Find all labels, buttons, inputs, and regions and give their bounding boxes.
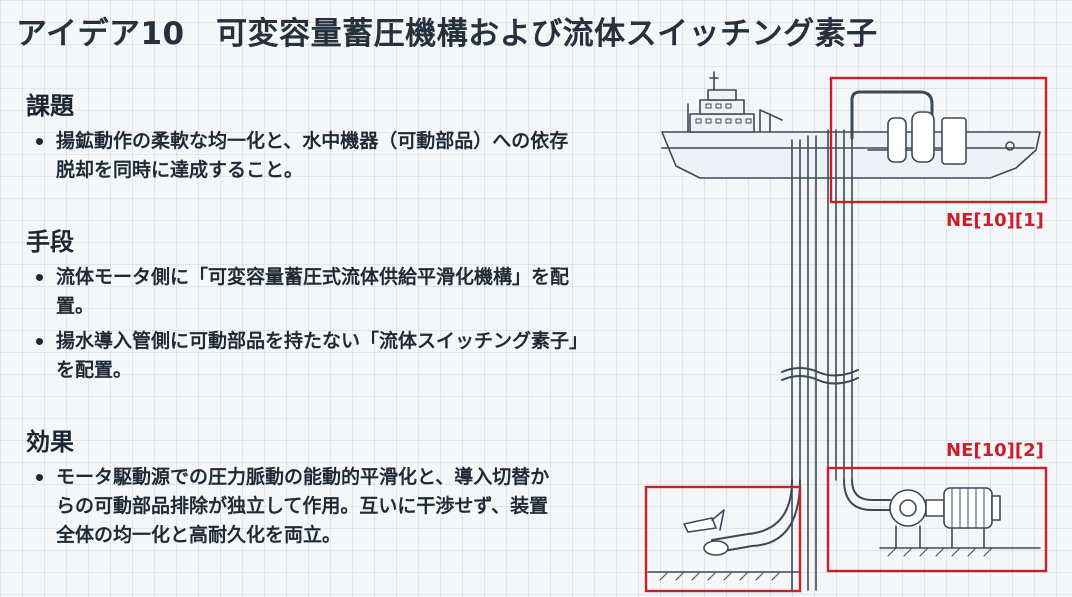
bullet-text: 揚鉱動作の柔軟な均一化と、水中機器（可動部品）への依存脱却を同時に達成すること。: [56, 130, 569, 181]
bullet-item: 揚水導入管側に可動部品を持たない「流体スイッチング素子」を配置。: [26, 327, 586, 385]
motor-fins: [951, 487, 985, 529]
riser-pipes: [791, 129, 853, 591]
bullet-item: 流体モータ側に「可変容量蓄圧式流体供給平滑化機構」を配置。: [26, 263, 586, 321]
porthole: [1005, 141, 1015, 151]
callout-box-intake: [644, 485, 802, 593]
ship-mast: [687, 71, 719, 133]
pipe-break-mark: [781, 367, 859, 377]
switch-nozzle: [711, 509, 725, 531]
intake-elbow-pipe: [711, 479, 801, 553]
page-title: アイデア10 可変容量蓄圧機構および流体スイッチング素子: [16, 16, 878, 52]
ship-crane: [759, 109, 783, 133]
pump-base-hatch: [887, 547, 993, 557]
ship-bridge-upper: [699, 99, 745, 115]
accumulator-tank-mid: [911, 111, 935, 163]
bullet-dot-icon: [36, 138, 43, 145]
ship-windows: [695, 103, 752, 124]
section-problem: 課題 揚鉱動作の柔軟な均一化と、水中機器（可動部品）への依存脱却を同時に達成する…: [26, 86, 586, 191]
pump-stand: [895, 525, 985, 549]
pump-coupling: [925, 499, 945, 517]
bullet-item: 揚鉱動作の柔軟な均一化と、水中機器（可動部品）への依存脱却を同時に達成すること。: [26, 127, 586, 185]
pipe-break-mark: [781, 375, 859, 385]
pump-volute-inner: [899, 499, 917, 517]
pump-inlet-pipe: [843, 479, 891, 511]
ship-riser-pipe-top: [850, 90, 934, 140]
bullet-dot-icon: [36, 474, 43, 481]
section-means: 手段 流体モータ側に「可変容量蓄圧式流体供給平滑化機構」を配置。 揚水導入管側に…: [26, 222, 586, 391]
bullet-text: 流体モータ側に「可変容量蓄圧式流体供給平滑化機構」を配置。: [56, 266, 570, 317]
bullet-dot-icon: [36, 338, 43, 345]
accumulator-tank-right: [941, 117, 967, 165]
bullet-text: 揚水導入管側に可動部品を持たない「流体スイッチング素子」を配置。: [56, 330, 579, 381]
callout-box-pump: [826, 466, 1048, 573]
bullet-list-means: 流体モータ側に「可変容量蓄圧式流体供給平滑化機構」を配置。 揚水導入管側に可動部…: [26, 263, 586, 385]
pump-volute: [889, 489, 927, 527]
motor-endcap: [991, 495, 1001, 521]
bullet-text: モータ駆動源での圧力脈動の能動的平滑化と、導入切替からの可動部品排除が独立して作…: [56, 466, 550, 546]
seabed-hatch: [659, 571, 781, 581]
intake-mouth: [703, 540, 729, 556]
bullet-dot-icon: [36, 274, 43, 281]
accumulator-tank-left: [887, 117, 907, 163]
bullet-list-problem: 揚鉱動作の柔軟な均一化と、水中機器（可動部品）への依存脱却を同時に達成すること。: [26, 127, 586, 185]
fluid-switching-element: [683, 517, 717, 533]
section-effect: 効果 モータ駆動源での圧力脈動の能動的平滑化と、導入切替からの可動部品排除が独立…: [26, 422, 586, 556]
section-heading-effect: 効果: [26, 428, 74, 456]
callout-label-pump: NE[10][2]: [946, 440, 1044, 461]
ship-bridge-top: [707, 89, 737, 101]
callout-label-ship: NE[10][1]: [946, 210, 1044, 231]
bullet-item: モータ駆動源での圧力脈動の能動的平滑化と、導入切替からの可動部品排除が独立して作…: [26, 463, 556, 550]
bullet-list-effect: モータ駆動源での圧力脈動の能動的平滑化と、導入切替からの可動部品排除が独立して作…: [26, 463, 586, 550]
section-heading-means: 手段: [26, 228, 74, 256]
callout-box-ship: [829, 76, 1048, 204]
section-heading-problem: 課題: [26, 92, 74, 120]
